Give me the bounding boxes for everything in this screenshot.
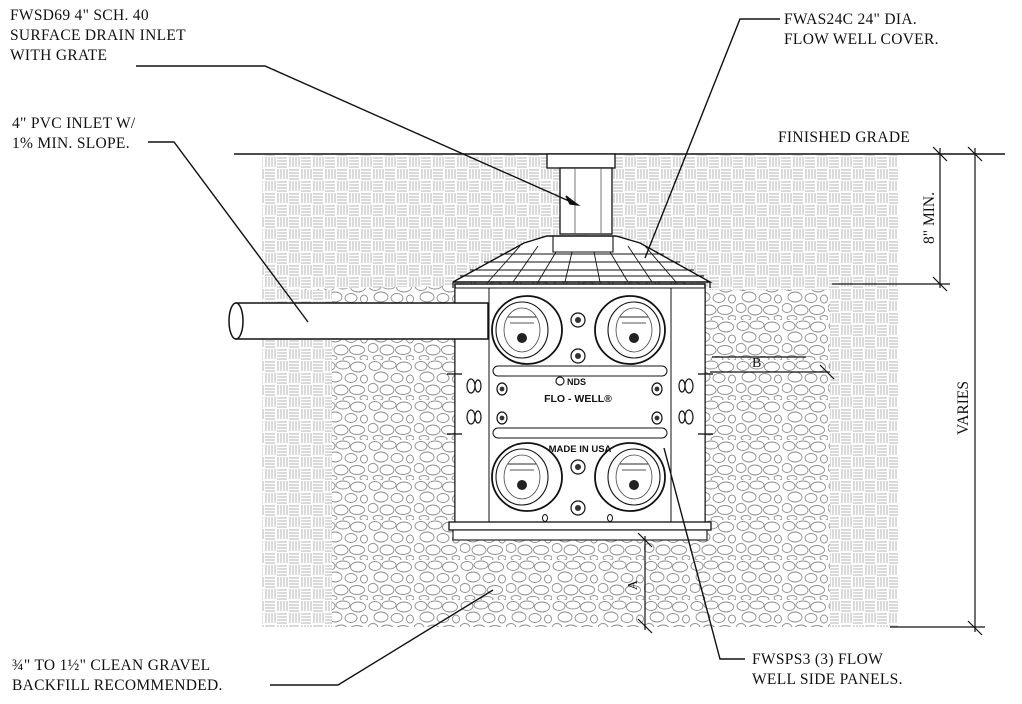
pvc-inlet-pipe bbox=[228, 302, 489, 340]
callout-line: FWSD69 4" SCH. 40 bbox=[10, 7, 149, 24]
leader-lines bbox=[136, 18, 780, 686]
dimension-b: B bbox=[752, 356, 761, 371]
callout-line: 1% MIN. SLOPE. bbox=[12, 135, 130, 152]
port-bottom-right bbox=[594, 442, 666, 512]
brand-logo-icon bbox=[555, 376, 565, 386]
callout-line: WELL SIDE PANELS. bbox=[752, 671, 903, 688]
callout-gravel-backfill: ¾" TO 1½" CLEAN GRAVEL BACKFILL RECOMMEN… bbox=[12, 656, 223, 696]
callout-line: 4" PVC INLET W/ bbox=[12, 115, 136, 132]
dimension-lines bbox=[637, 146, 985, 636]
port-top-left bbox=[491, 295, 563, 365]
callout-line: BACKFILL RECOMMENDED. bbox=[12, 677, 223, 694]
callout-pvc-inlet: 4" PVC INLET W/ 1% MIN. SLOPE. bbox=[12, 114, 136, 154]
callout-surface-drain-inlet: FWSD69 4" SCH. 40 SURFACE DRAIN INLET WI… bbox=[10, 6, 186, 66]
dimension-varies: VARIES bbox=[955, 381, 972, 435]
callout-line: FINISHED GRADE bbox=[778, 129, 911, 146]
callout-line: WITH GRATE bbox=[10, 47, 108, 64]
flow-well-cover bbox=[452, 235, 713, 288]
surface-drain-inlet bbox=[546, 153, 616, 235]
callout-line: ¾" TO 1½" CLEAN GRAVEL bbox=[12, 657, 211, 674]
callout-side-panels: FWSPS3 (3) FLOW WELL SIDE PANELS. bbox=[752, 650, 903, 690]
callout-line: FLOW WELL COVER. bbox=[784, 31, 939, 48]
port-bottom-left bbox=[491, 442, 563, 512]
brand-name-text: FLO - WELL® bbox=[544, 393, 612, 405]
callout-flow-well-cover: FWAS24C 24" DIA. FLOW WELL COVER. bbox=[784, 10, 939, 50]
port-top-right bbox=[594, 295, 666, 365]
callout-line: FWSPS3 (3) FLOW bbox=[752, 651, 884, 668]
brand-logo-text: NDS bbox=[567, 377, 586, 387]
callout-line: FWAS24C 24" DIA. bbox=[784, 11, 917, 28]
dimension-a: A bbox=[626, 579, 641, 590]
callout-finished-grade: FINISHED GRADE bbox=[778, 128, 910, 148]
made-in-usa-text: MADE IN USA bbox=[549, 444, 612, 455]
callout-line: SURFACE DRAIN INLET bbox=[10, 27, 186, 44]
flow-well-unit: NDS FLO - WELL® MADE IN USA bbox=[447, 283, 713, 541]
dimension-min-cover: 8" MIN. bbox=[921, 192, 938, 244]
